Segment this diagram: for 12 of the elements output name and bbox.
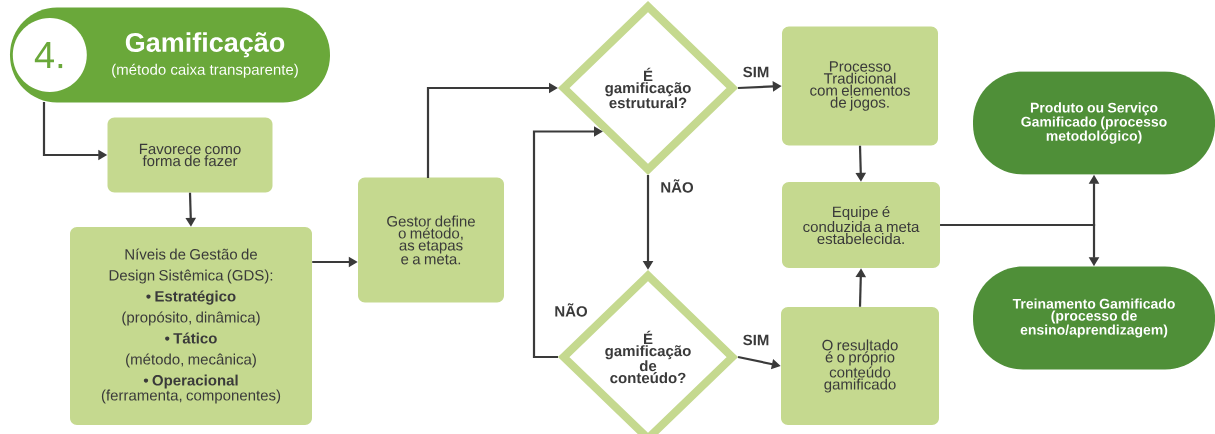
process-box: O resultado é o próprio conteúdo gamificado <box>781 307 939 425</box>
edge-label: SIM <box>741 65 771 79</box>
result-pill: Produto ou Serviço Gamificado (processo metodológico) <box>973 71 1215 175</box>
process-box: Equipe é conduzida a meta estabelecida. <box>782 182 940 268</box>
process-box: Gestor define o método, as etapas e a meta. <box>358 177 504 303</box>
process-box: Processo Tradicional com elementos de jogos. <box>782 26 938 146</box>
process-box: Favorece como forma de fazer <box>107 117 273 193</box>
process-box: Níveis de Gestão de Design Sistêmica (GDS): • Estratégico (propósito, dinâmica) • Tático (método, mecânica) • Operacional (ferramenta, componentes) <box>70 227 312 425</box>
node-label: 4. <box>34 41 63 69</box>
result-pill: Treinamento Gamificado (processo de ensino/aprendizagem) <box>973 266 1215 370</box>
edge-label: NÃO <box>659 178 695 194</box>
edge-label: SIM <box>741 333 771 347</box>
